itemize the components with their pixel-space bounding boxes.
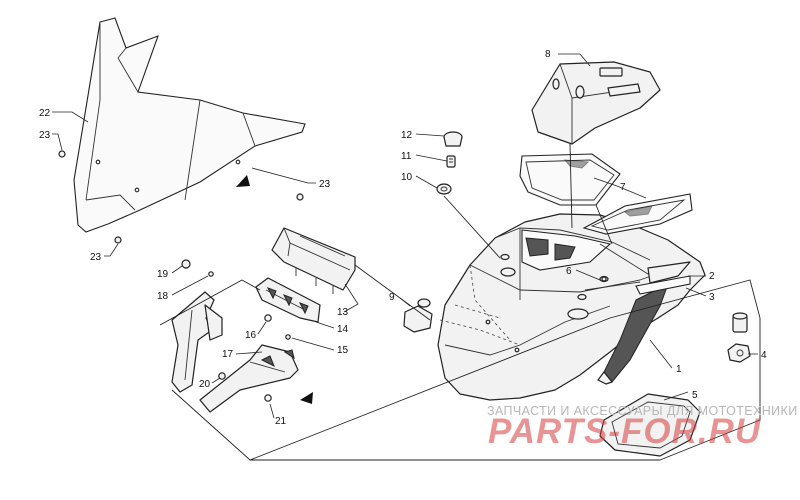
screw-16	[264, 314, 272, 322]
callout-15: 15	[337, 345, 349, 356]
callout-3: 3	[709, 292, 715, 303]
watermark-logo: PARTS-FOR.RU	[488, 412, 762, 451]
ignition-parts	[436, 131, 463, 195]
hood	[437, 213, 706, 401]
socket-4	[727, 312, 751, 363]
callout-13: 13	[337, 307, 349, 318]
screw-20	[218, 372, 226, 380]
switch-9	[403, 298, 433, 333]
callout-4: 4	[761, 350, 767, 361]
nut-15	[285, 334, 291, 340]
callout-20: 20	[199, 379, 211, 390]
callout-22: 22	[39, 108, 51, 119]
callout-2: 2	[709, 271, 715, 282]
callout-9: 9	[389, 292, 395, 303]
callout-11: 11	[401, 151, 412, 162]
callout-14: 14	[337, 324, 349, 335]
callout-19: 19	[157, 269, 169, 280]
cluster-bracket	[255, 277, 321, 323]
vent-lenses	[519, 153, 693, 235]
hood-trim	[635, 261, 691, 295]
callout-labels: 1 2 3 4 5 6 7 8 9 10 11 12 13 14 15 16 1…	[39, 49, 767, 427]
callout-21: 21	[275, 416, 287, 427]
arrow-indicator	[300, 392, 313, 404]
assembly-lines	[159, 143, 761, 461]
callout-1: 1	[676, 364, 682, 375]
callout-23-bottom: 23	[90, 252, 102, 263]
callout-8: 8	[545, 49, 551, 60]
watermark-tagline: ЗАПЧАСТИ И АКСЕССУАРЫ ДЛЯ МОТОТЕХНИКИ	[487, 404, 798, 418]
windshield-screws	[58, 150, 304, 244]
arrow-indicator	[236, 175, 250, 187]
callout-16: 16	[245, 330, 257, 341]
callout-17: 17	[222, 349, 234, 360]
callout-23-top: 23	[39, 130, 51, 141]
windshield	[73, 17, 306, 233]
callout-7: 7	[620, 182, 626, 193]
storage-cover	[531, 61, 661, 145]
callout-6: 6	[566, 266, 572, 277]
washer-18	[208, 271, 214, 277]
instrument-cluster	[271, 227, 356, 294]
callout-5: 5	[692, 390, 698, 401]
callout-18: 18	[157, 291, 169, 302]
callout-10: 10	[401, 172, 413, 183]
fastener-6	[601, 276, 607, 282]
panel-5	[599, 393, 701, 457]
callout-23-right: 23	[319, 179, 331, 190]
mounting-bracket	[171, 291, 313, 413]
callout-12: 12	[401, 130, 413, 141]
screw-19	[181, 259, 191, 269]
screw-21	[264, 394, 272, 402]
leader-lines	[52, 53, 758, 419]
